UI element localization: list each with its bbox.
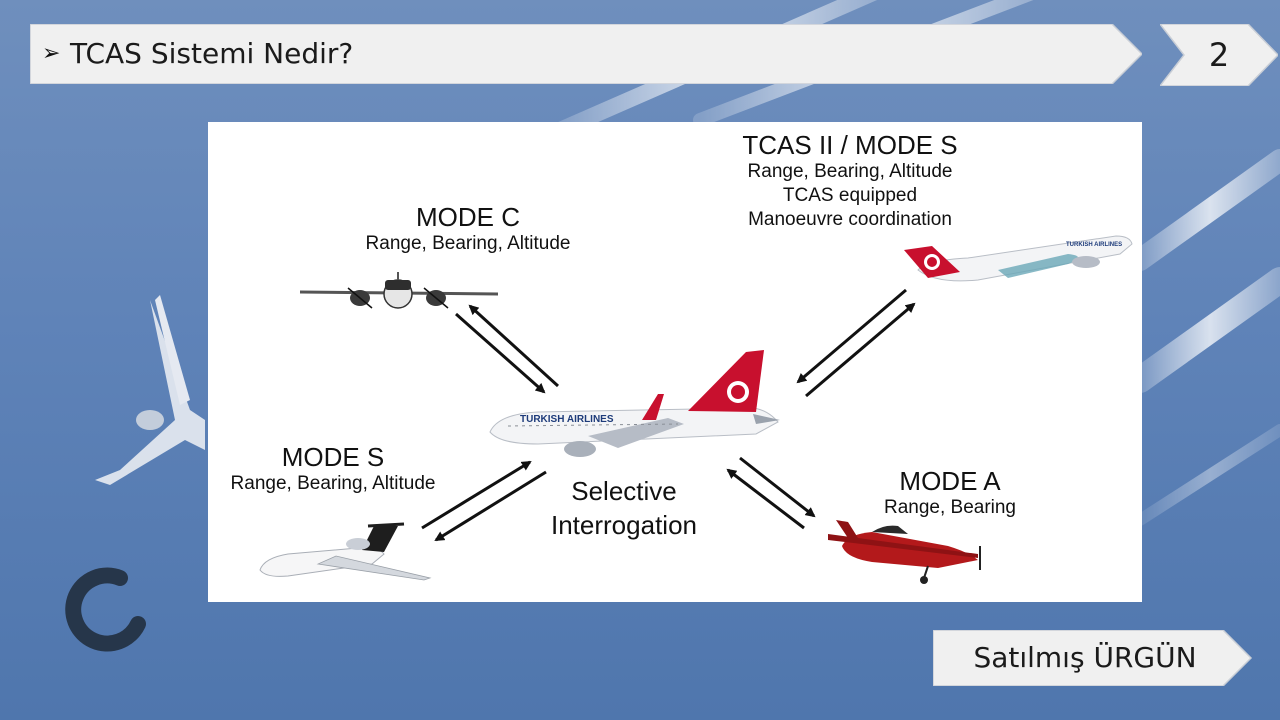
mode-a-label: MODE A Range, Bearing [850, 466, 1050, 520]
center-line-2: Interrogation [551, 510, 697, 540]
tcas2-title: TCAS II / MODE S [742, 130, 958, 160]
author-name: Satılmış ÜRGÜN [973, 641, 1197, 674]
widebody-airliner-icon: TURKISH AIRLINES [904, 235, 1133, 282]
airline-livery-text: TURKISH AIRLINES [520, 414, 614, 425]
mode-a-info: Range, Bearing [883, 497, 1017, 518]
page-number-banner: 2 [1160, 24, 1278, 86]
business-jet-icon [259, 522, 432, 581]
tcas2-info-2: TCAS equipped [782, 185, 918, 206]
mode-s-title: MODE S [281, 442, 385, 472]
arrows-tcas2 [796, 288, 916, 398]
page-title: TCAS Sistemi Nedir? [70, 37, 354, 70]
selective-interrogation-label: Selective Interrogation [524, 474, 724, 542]
center-line-1: Selective [571, 476, 677, 506]
center-airliner-icon: TURKISH AIRLINES [489, 350, 780, 457]
arrows-mode-s [421, 460, 547, 542]
arrows-mode-c [455, 304, 560, 394]
mode-c-title: MODE C [416, 202, 520, 232]
twin-prop-aircraft-icon [299, 272, 499, 309]
mode-s-info: Range, Bearing, Altitude [230, 473, 436, 494]
tcas2-label: TCAS II / MODE S Range, Bearing, Altitud… [700, 130, 1000, 232]
tcas2-info-3: Manoeuvre coordination [748, 209, 952, 230]
tcas2-info-1: Range, Bearing, Altitude [747, 161, 953, 182]
mode-c-info: Range, Bearing, Altitude [365, 233, 571, 254]
background-airliner-icon [95, 295, 205, 485]
mode-s-label: MODE S Range, Bearing, Altitude [208, 442, 458, 496]
arrow-bullet-icon: ➢ [42, 41, 61, 66]
arrows-mode-a [726, 456, 816, 530]
title-banner: ➢ TCAS Sistemi Nedir? [30, 24, 1142, 84]
author-banner: Satılmış ÜRGÜN [933, 630, 1253, 686]
single-prop-aircraft-icon [828, 520, 981, 584]
mode-c-label: MODE C Range, Bearing, Altitude [328, 202, 608, 256]
page-number: 2 [1208, 36, 1230, 74]
widebody-livery-text: TURKISH AIRLINES [1066, 242, 1122, 248]
mode-a-title: MODE A [899, 466, 1001, 496]
tcas-diagram: TURKISH AIRLINES TURKISH AIRLINES [208, 122, 1142, 602]
loading-spinner-icon [65, 567, 146, 652]
